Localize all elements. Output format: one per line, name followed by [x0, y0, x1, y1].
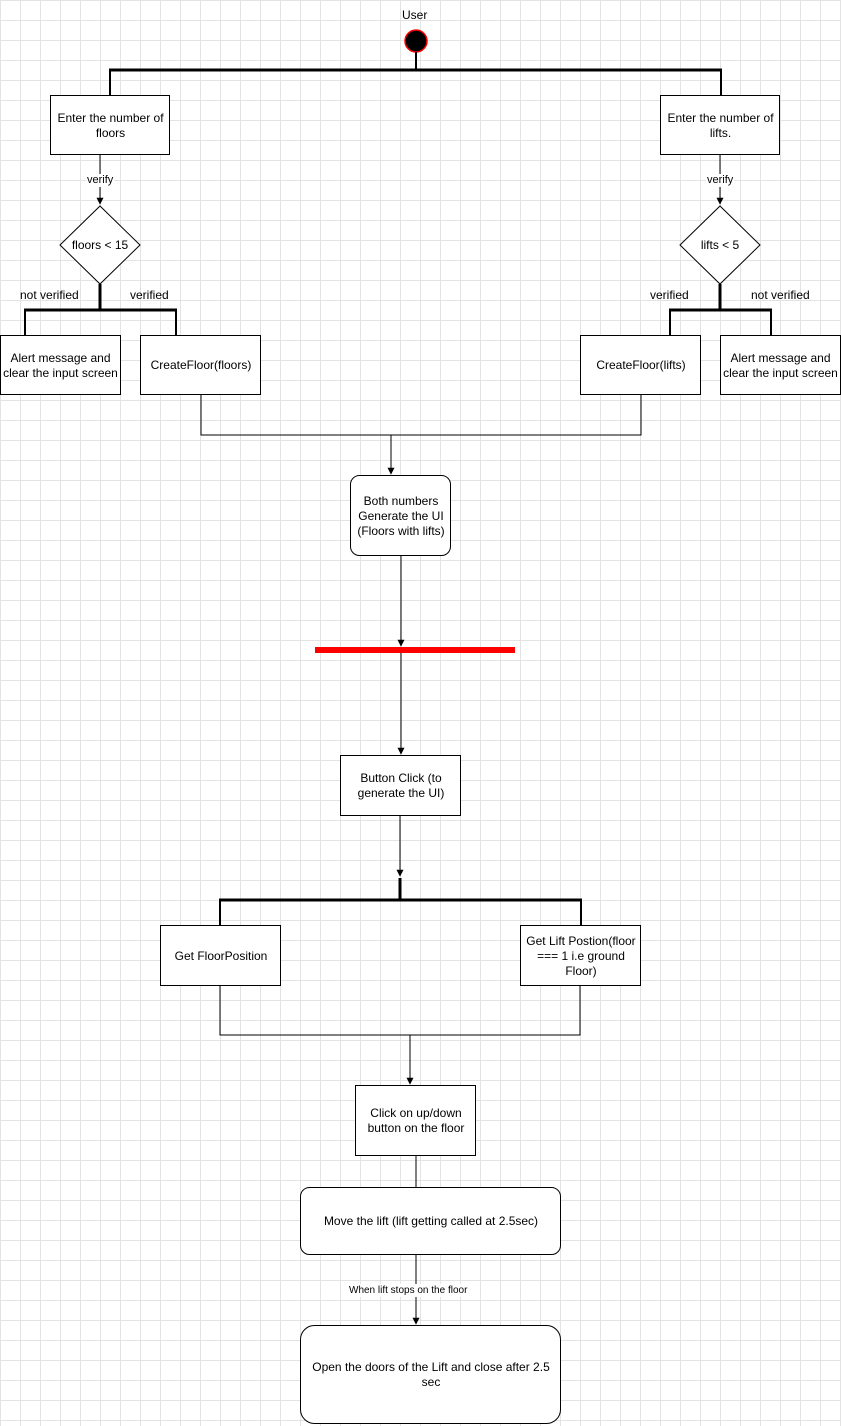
get-lift-position-box: [520, 925, 641, 986]
floors-input-box: [50, 95, 170, 155]
lifts-decision-diamond: [679, 205, 761, 285]
create-lifts-box: [580, 335, 701, 395]
alert-right-box: [720, 335, 841, 395]
create-floors-box: [140, 335, 261, 395]
click-updown-box: [355, 1085, 476, 1156]
lifts-input-box: [660, 95, 780, 155]
button-click-box: [340, 755, 461, 816]
move-lift-box: [300, 1187, 561, 1255]
alert-left-box: [0, 335, 121, 395]
floors-decision-diamond: [59, 205, 141, 285]
join-connector: [200, 395, 642, 436]
get-floor-position-box: [160, 925, 281, 986]
open-doors-box: [300, 1325, 561, 1424]
second-join-connector: [219, 986, 581, 1036]
generate-ui-box: [350, 475, 451, 556]
start-node: [404, 29, 428, 53]
